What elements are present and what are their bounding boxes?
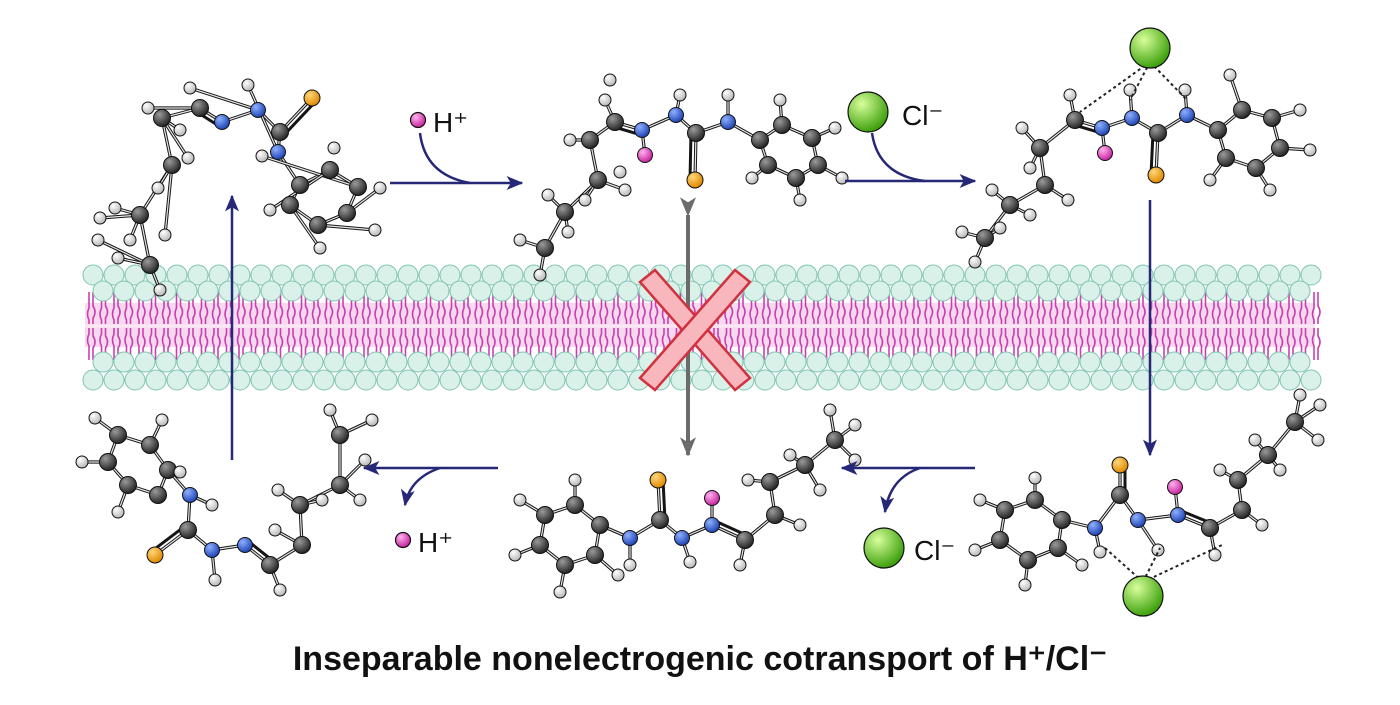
arrow-chloride-in-curve bbox=[870, 132, 926, 183]
molecule-complex-in bbox=[968, 388, 1327, 592]
proton-out-icon bbox=[394, 531, 412, 549]
chloride-in-label: Cl⁻ bbox=[902, 100, 943, 131]
proton-in-label: H⁺ bbox=[433, 107, 468, 138]
molecule-protonated-in bbox=[508, 403, 862, 599]
proton-in-icon bbox=[409, 111, 427, 129]
arrow-proton-out-curve bbox=[400, 466, 441, 507]
chloride-in-icon bbox=[847, 91, 889, 133]
arrow-proton-in-curve bbox=[418, 132, 471, 185]
bound-chloride bbox=[1079, 27, 1223, 617]
arrow-chloride-out-curve bbox=[880, 466, 921, 514]
molecule-protonated-out bbox=[513, 73, 849, 282]
molecule-neutral-out bbox=[91, 78, 387, 297]
free-ions: H⁺ Cl⁻ Cl⁻ H⁺ bbox=[394, 91, 955, 569]
reaction-arrows bbox=[225, 132, 1157, 514]
blocked-protonated-crossing bbox=[638, 197, 752, 457]
chloride-out-icon bbox=[863, 527, 905, 569]
molecule-neutral-in bbox=[75, 403, 379, 597]
lipid-heads-top bbox=[82, 264, 1322, 302]
bound-chloride-top-icon bbox=[1129, 27, 1171, 69]
molecule-complex-out bbox=[955, 68, 1317, 269]
figure-caption: Inseparable nonelectrogenic cotransport … bbox=[293, 640, 1107, 678]
bound-chloride-bottom-icon bbox=[1122, 575, 1164, 617]
lipid-heads-bottom bbox=[82, 351, 1322, 391]
molecules-layer bbox=[75, 68, 1327, 599]
chloride-out-label: Cl⁻ bbox=[914, 535, 955, 566]
cross-icon bbox=[638, 268, 752, 392]
proton-out-label: H⁺ bbox=[418, 527, 453, 558]
